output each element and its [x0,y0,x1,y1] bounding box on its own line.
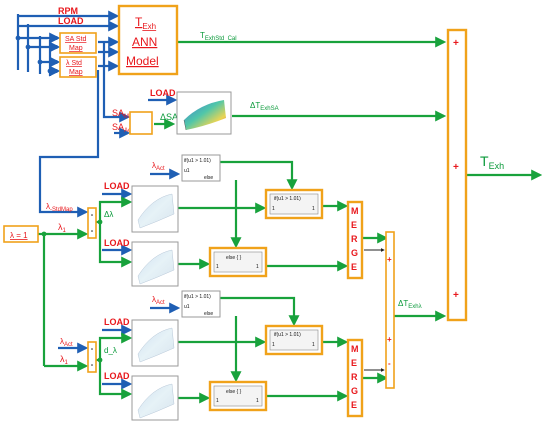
if-action-top-label: if(u1 > 1.01) [274,196,301,202]
merge-bot-g: G [351,386,358,396]
lambda-sum-plus-1: + [387,255,392,264]
green-wires [38,36,543,404]
else-top: else [204,175,213,181]
big-sum-plus-2: + [453,162,459,173]
load-label-top: LOAD [58,16,84,26]
sa-surface-map [176,91,232,135]
load-5-label: LOAD [104,371,130,381]
junction-dots [15,35,103,363]
if-action-bot-out: 1 [312,342,315,348]
if-block-bot: if(u1 > 1.01) u1 else [181,290,221,318]
lambda-act-bot-mid-label: λAct [152,295,165,306]
lambda-sum-minus: - [388,359,391,368]
else-action-bot-in: 1 [216,398,219,404]
merge-bot-e2: E [351,400,357,410]
rpm-label: RPM [58,6,78,16]
merge-block-bot: M E R G E [346,338,364,418]
load-3-label: LOAD [104,238,130,248]
sa-std-map-line2: Map [69,45,83,52]
ann-model-line3: Model [126,54,159,68]
delta-t-exh-lambda-label: ΔTExhλ [398,299,422,310]
lambda-std-map-line1: λ Std [66,60,82,67]
u1-top: u1 [184,168,190,174]
if-action-top-out: 1 [312,206,315,212]
merge-bot-m: M [351,344,359,354]
lambda-eq-1-block: λ = 1 [3,225,39,243]
sa-std-map-block: SA Std Map [54,32,97,54]
blue-wires [16,10,181,390]
else-action-bot-out: 1 [256,398,259,404]
lambda-std-map-block: λ Std Map [54,56,97,78]
merge-block-top: M E R G E [346,200,364,280]
sa-act-label: SAAct [112,122,133,134]
lambda-sum-bot [87,341,97,373]
if-action-top-in: 1 [272,206,275,212]
if-action-bot: if(u1 > 1.01) 1 1 [264,324,324,356]
t-exh-std-cal-label: TExhStd_Cal [200,31,237,42]
merge-top-e2: E [351,262,357,272]
else-action-top-in: 1 [216,264,219,270]
merge-top-m: M [351,206,359,216]
if-action-bot-in: 1 [272,342,275,348]
load-sa-label: LOAD [150,88,176,98]
u1-bot: u1 [184,304,190,310]
lambda-1-bot-label: λ1 [60,354,69,366]
else-bot: else [204,311,213,317]
d-lambda-label: d_λ [104,346,117,355]
merge-top-g: G [351,248,358,258]
lambda-delta-sum-block: + + - [385,231,395,389]
lambda-surface-top-1 [131,185,179,233]
big-sum-block: + + + [446,28,468,322]
lambda-act-bot-label: λAct [60,337,73,348]
merge-top-e1: E [351,220,357,230]
lambda-1-top-label: λ1 [58,222,67,234]
load-4-label: LOAD [104,317,130,327]
lambda-std-map-label: λ-StdMap [46,202,73,213]
lambda-surface-top-2 [131,241,179,287]
else-action-bot-label: else { } [226,389,242,395]
if-cond-bot: if(u1 > 1.01) [184,294,211,300]
sa-sum-block: ΔSA [129,111,178,135]
lambda-std-map-line2: Map [69,69,83,76]
merge-bot-e1: E [351,358,357,368]
if-cond-top: if(u1 > 1.01) [184,158,211,164]
else-action-top-label: else { } [226,255,242,261]
lambda-act-top-label: λAct [152,161,165,172]
lambda-surface-bot-2 [131,375,179,421]
black-wires [364,248,385,372]
big-sum-plus-3: + [453,290,459,301]
merge-top-r: R [351,234,358,244]
lambda-surface-bot-1 [131,319,179,367]
ann-model-title: TExh [135,15,156,31]
if-action-top: if(u1 > 1.01) 1 1 [264,188,324,220]
lambda-sum-plus-2: + [387,335,392,344]
load-2-label: LOAD [104,181,130,191]
merge-bot-r: R [351,372,358,382]
else-action-top-out: 1 [256,264,259,270]
delta-sa-label: ΔSA [160,112,178,122]
t-exh-output-label: TExh [480,153,504,171]
else-action-top: else { } 1 1 [208,246,268,278]
ann-model-line2: ANN [132,35,157,49]
lambda-sum-top [87,207,97,239]
if-block-top: if(u1 > 1.01) u1 else [181,154,221,182]
ann-model-block: TExh ANN Model [117,4,179,76]
lambda-eq-1-text: λ = 1 [10,231,28,240]
sa-std-map-line1: SA Std [65,36,87,43]
if-action-bot-label: if(u1 > 1.01) [274,332,301,338]
delta-lambda-label: Δλ [104,210,113,219]
big-sum-plus-1: + [453,38,459,49]
else-action-bot: else { } 1 1 [208,380,268,412]
delta-t-exh-sa-label: ΔTExhSA [250,101,279,112]
